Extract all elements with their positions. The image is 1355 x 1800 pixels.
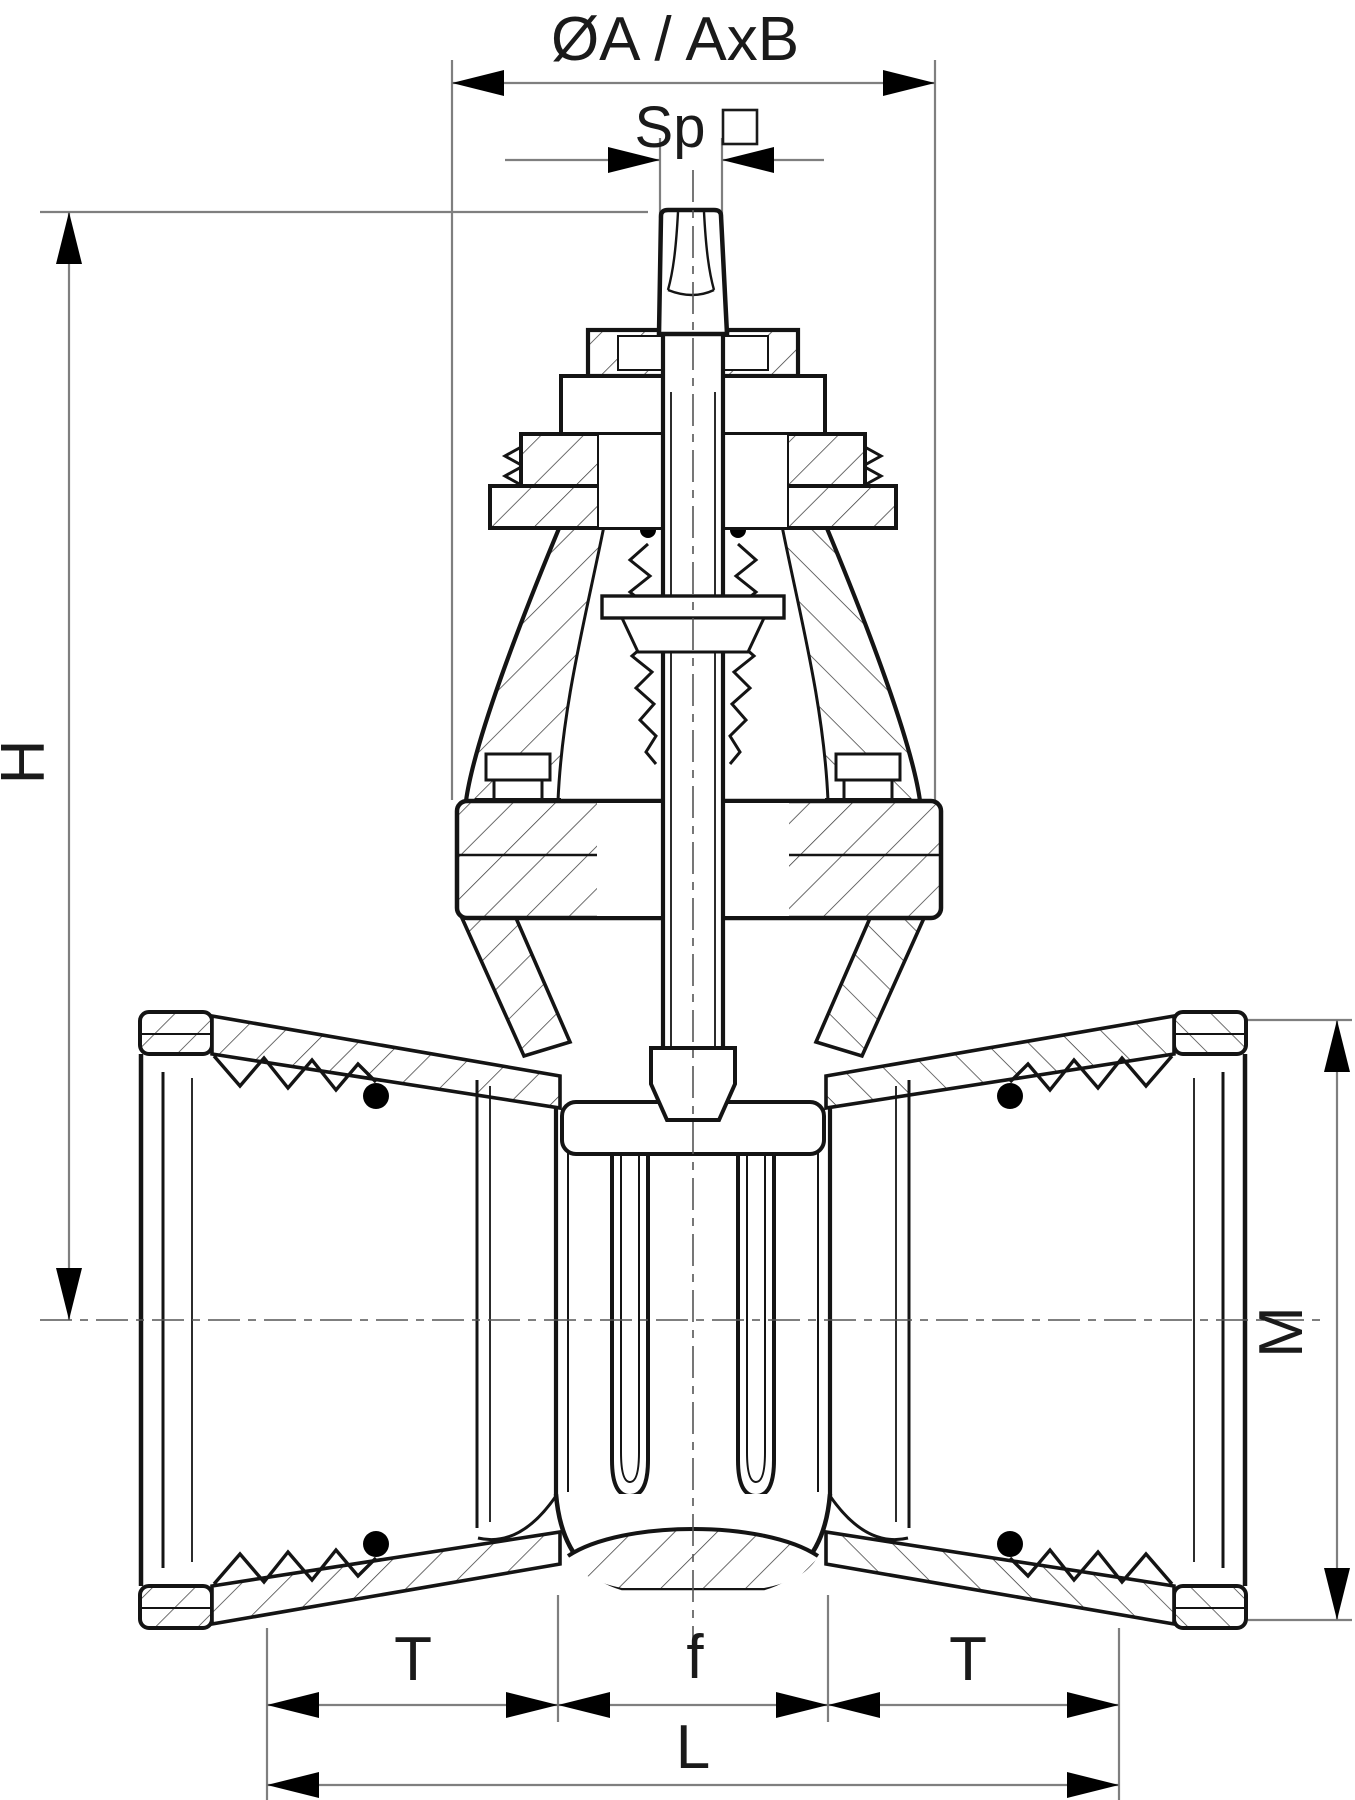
arrow-f-left xyxy=(558,1692,610,1718)
valve-body xyxy=(140,207,1246,1628)
arrow-length-right xyxy=(1067,1772,1119,1798)
arrow-sp-right xyxy=(722,147,774,173)
square-symbol xyxy=(721,108,759,146)
right-half-body xyxy=(730,446,1246,1628)
centerlines xyxy=(40,170,1322,1655)
left-half-body xyxy=(140,446,656,1628)
arrow-socket-od-top xyxy=(1324,1020,1350,1072)
dim-label-height: H xyxy=(0,740,58,785)
arrow-diameter-left xyxy=(452,70,504,96)
arrow-socket-od-bottom xyxy=(1324,1568,1350,1620)
stem-cap-flat-left xyxy=(666,211,680,291)
arrow-t-right-inner xyxy=(828,1692,880,1718)
dim-label-socket-od: M xyxy=(1247,1306,1316,1358)
arrow-f-right xyxy=(776,1692,828,1718)
arrow-diameter-right xyxy=(883,70,935,96)
dim-label-face-gap: f xyxy=(686,1623,704,1692)
arrow-t-right-outer xyxy=(1067,1692,1119,1718)
dim-label-insertion-right: T xyxy=(949,1625,987,1694)
stem-cap-flat-bottom xyxy=(667,288,715,297)
dim-label-insertion-left: T xyxy=(394,1625,432,1694)
dimension-annotations xyxy=(40,60,1352,1800)
dim-label-diameter: ØA / AxB xyxy=(551,5,799,74)
arrow-height-bottom xyxy=(56,1268,82,1320)
arrow-height-top xyxy=(56,212,82,264)
arrow-length-left xyxy=(267,1772,319,1798)
dim-label-stem-square: Sp xyxy=(635,95,706,160)
dim-label-overall-length: L xyxy=(676,1713,710,1782)
dimension-labels: ØA / AxB Sp H M T f T L xyxy=(0,5,1316,1782)
arrow-t-left-outer xyxy=(267,1692,319,1718)
stem-cap-flat-right xyxy=(702,211,716,291)
arrow-t-left-inner xyxy=(506,1692,558,1718)
